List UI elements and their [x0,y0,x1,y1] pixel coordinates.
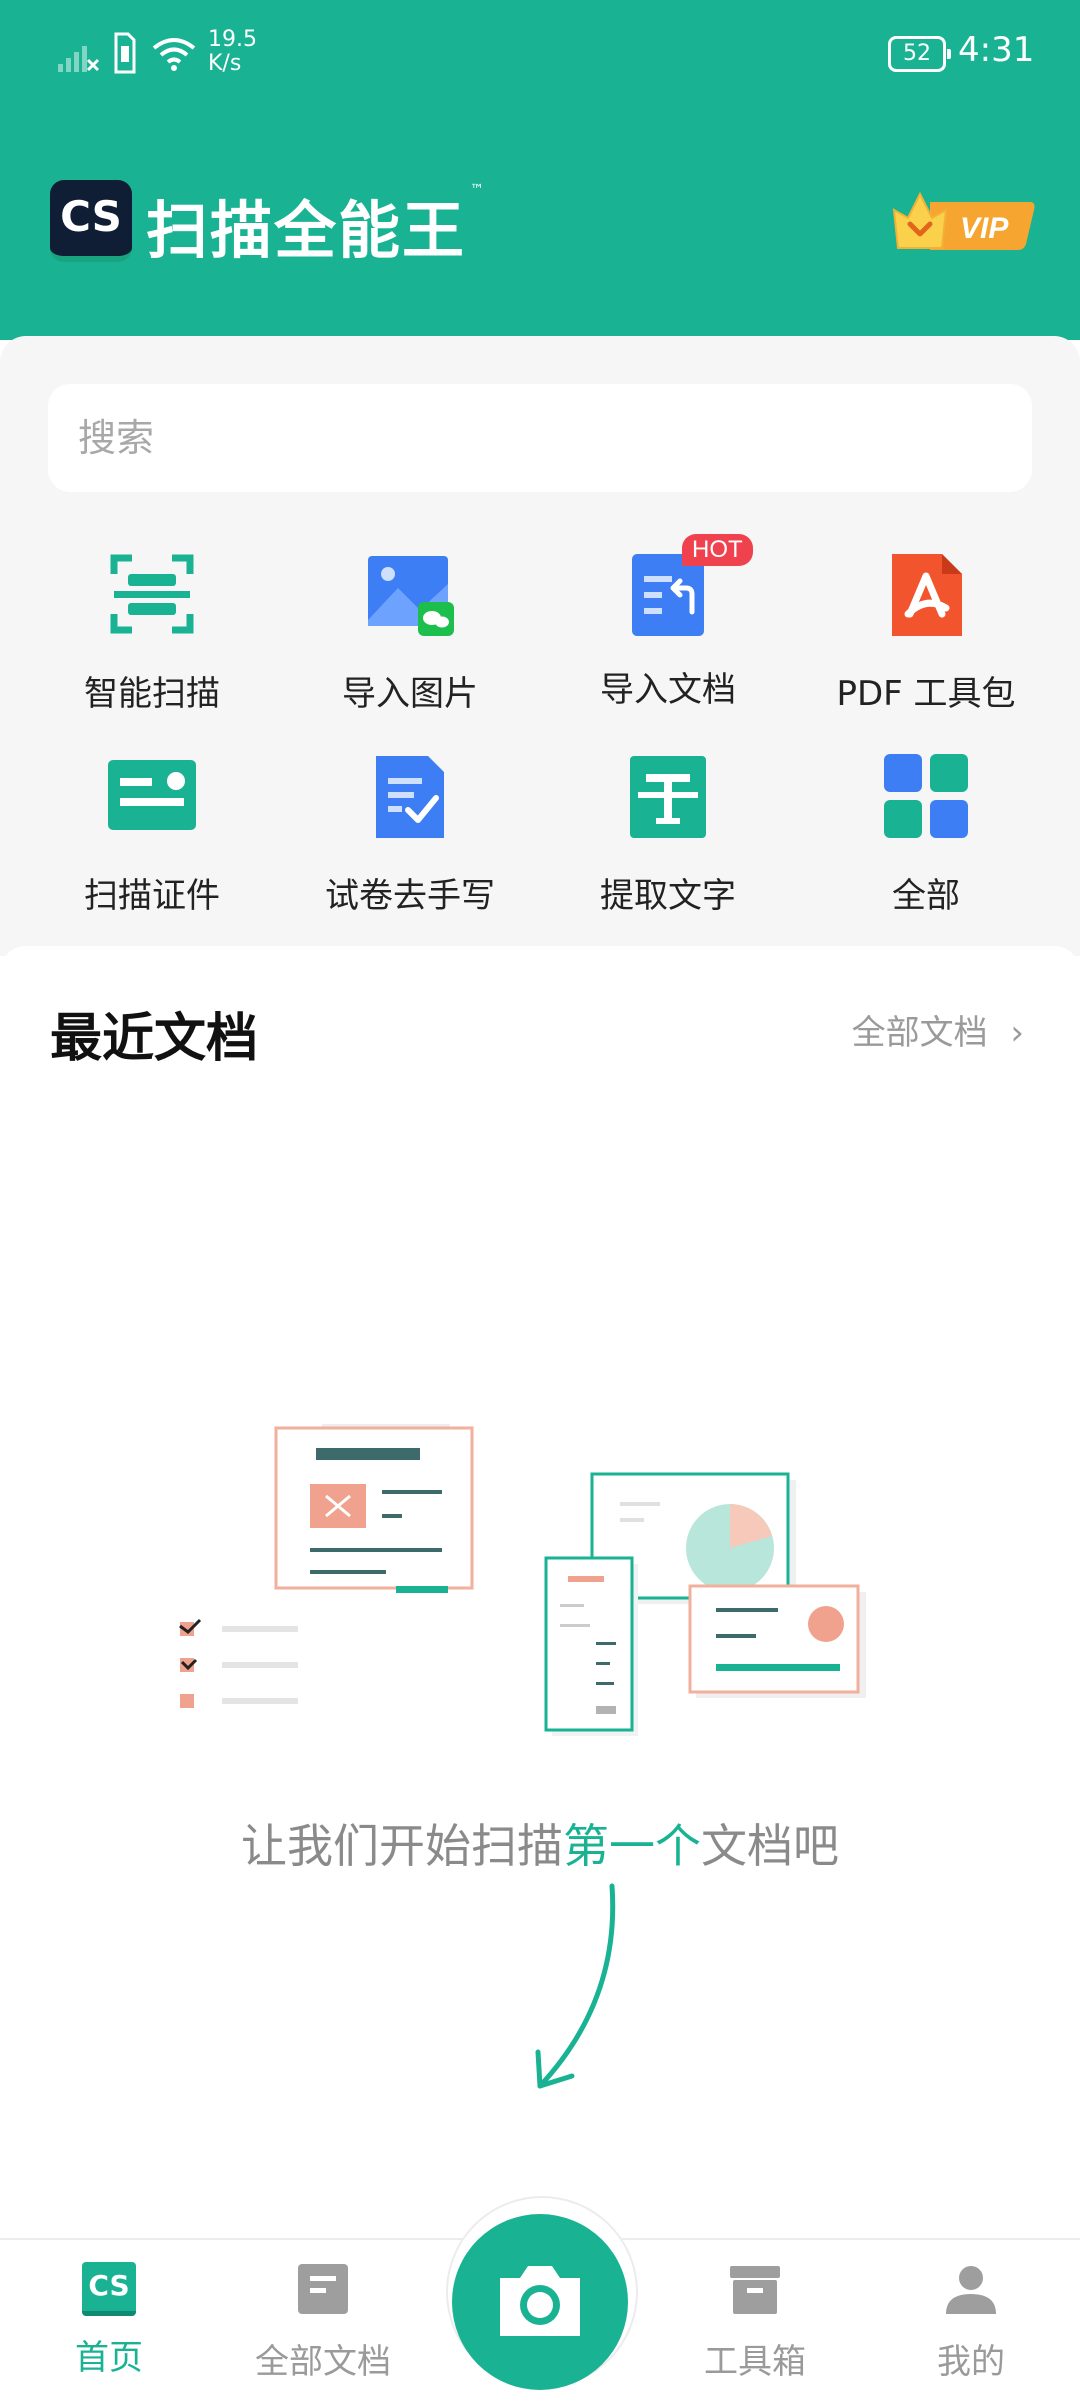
tool-label: 试卷去手写 [325,876,495,916]
camera-button[interactable] [452,2214,628,2390]
tab-label: 我的 [937,2342,1005,2382]
tool-label: 智能扫描 [84,674,220,714]
all-docs-link[interactable]: 全部文档 › [852,1005,1024,1054]
empty-state-illustration [179,1424,866,1736]
wifi-icon [152,38,196,71]
tool-label: 导入文档 [600,670,736,710]
tool-label: 提取文字 [600,876,736,916]
toolbox-icon [730,2266,780,2314]
tool-label: PDF 工具包 [836,674,1016,714]
tool-label: 导入图片 [342,674,478,714]
app-logo: CS [50,180,132,262]
app-title: 扫描全能王 [146,194,467,267]
recent-docs-section [0,946,1080,2236]
profile-icon [946,2266,996,2314]
signal-icon [58,46,100,72]
extract-text-icon [630,756,706,838]
search-input[interactable]: 搜索 [48,384,1032,492]
document-icon [298,2264,348,2314]
tab-all-docs[interactable]: 全部文档 [238,2262,408,2383]
hot-badge: HOT [682,534,753,566]
prompt-text-highlight: 第一个 [563,1819,701,1873]
tool-import-image[interactable]: 导入图片 [290,548,530,715]
tab-label: 工具箱 [704,2342,806,2382]
tab-label: 首页 [75,2338,143,2378]
smart-scan-icon [110,554,194,634]
tool-remove-handwriting[interactable]: 试卷去手写 [290,750,530,917]
tool-import-doc[interactable]: HOT 导入文档 [548,534,788,711]
sim-icon [114,32,136,74]
tool-smart-scan[interactable]: 智能扫描 [32,548,272,715]
recent-docs-title: 最近文档 [50,1009,259,1069]
prompt-text-after: 文档吧 [701,1819,839,1873]
remove-handwriting-icon [376,756,444,838]
battery-level: 52 [888,36,951,72]
arrow-down-icon [535,1883,616,2089]
tool-all[interactable]: 全部 [806,750,1046,917]
import-doc-icon [632,554,704,636]
id-card-scan-icon [108,760,196,830]
tab-home[interactable]: CS 首页 [24,2262,194,2379]
trademark-mark: ™ [470,182,484,198]
vip-label: VIP [960,212,1009,245]
tab-label: 全部文档 [255,2342,391,2382]
prompt-text-before: 让我们开始扫描 [241,1819,563,1873]
tab-me[interactable]: 我的 [886,2262,1056,2383]
empty-state-prompt: 让我们开始扫描第一个文档吧 [0,1810,1080,1876]
status-bar: 19.5 K/s 52 4:31 [0,0,1080,110]
tool-id-scan[interactable]: 扫描证件 [32,750,272,917]
camera-icon [500,2266,580,2336]
all-tools-icon [884,754,968,838]
import-image-icon [368,556,454,636]
net-speed: 19.5 K/s [208,27,257,76]
chevron-right-icon: › [1010,1013,1024,1053]
tool-label: 扫描证件 [84,876,220,916]
vip-badge[interactable]: VIP [890,188,1036,254]
all-docs-link-label: 全部文档 [851,1013,988,1053]
tab-toolbox[interactable]: 工具箱 [670,2262,840,2383]
home-icon: CS [82,2262,136,2316]
tool-label: 全部 [892,876,960,916]
tool-pdf-toolkit[interactable]: PDF 工具包 [806,548,1046,715]
clock: 4:31 [958,30,1035,70]
tool-extract-text[interactable]: 提取文字 [548,750,788,917]
app-header [0,0,1080,340]
pdf-toolkit-icon [892,554,962,636]
